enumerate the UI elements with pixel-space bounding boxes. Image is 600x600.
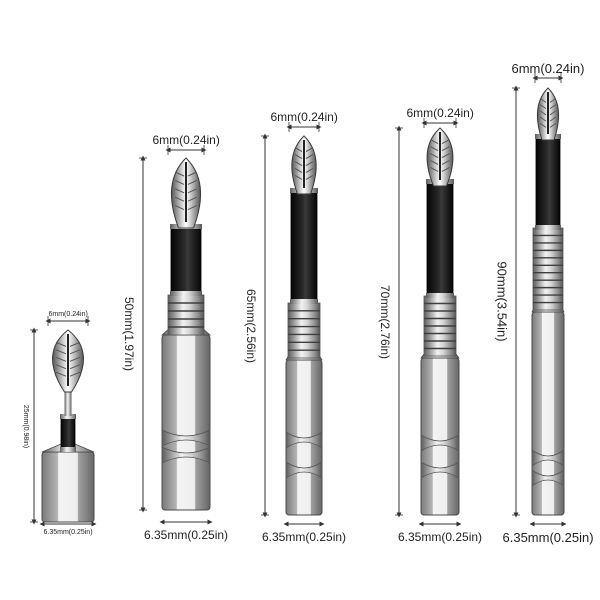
length-label: 50mm(1.97in)	[122, 296, 137, 372]
tip-ridge	[55, 364, 67, 370]
tip-ridge	[430, 146, 439, 152]
length-label: 90mm(3.54in)	[494, 261, 510, 342]
hex-shank	[420, 357, 460, 516]
tip-ridge	[441, 146, 450, 152]
black-shaft	[60, 417, 76, 449]
tip-ridge	[549, 116, 557, 122]
tip-ridge	[305, 161, 314, 166]
tip-ridge	[69, 371, 81, 377]
shaft-cap	[60, 414, 76, 419]
torsion-ring	[532, 227, 564, 311]
shaft-cap	[535, 225, 561, 230]
shaft-cap	[290, 299, 318, 304]
tip-ridge	[55, 371, 67, 377]
tip-ridge	[174, 179, 185, 185]
shank-width-label: 6.35mm(0.25in)	[398, 530, 483, 544]
tip-ridge	[69, 364, 81, 370]
tip-ridge	[305, 154, 314, 159]
tip-ridge	[294, 147, 303, 153]
tip-ridge	[174, 205, 185, 211]
tip-ridge	[549, 122, 557, 128]
black-shaft	[170, 227, 202, 293]
power-groove	[161, 429, 211, 447]
tip-ridge	[294, 175, 303, 180]
bit-70mm	[420, 127, 460, 516]
tip-ridge	[539, 116, 547, 122]
tip-ridge	[187, 188, 198, 194]
tip-ridge	[441, 139, 450, 145]
black-shaft	[290, 191, 318, 301]
tip-ridge	[55, 356, 67, 362]
tip-ridge	[441, 160, 450, 165]
tip-ridge	[294, 161, 303, 166]
tip-ridge	[69, 341, 81, 347]
tip-ridge	[174, 196, 185, 202]
power-groove	[531, 469, 565, 487]
shank-width-label: 6.35mm(0.25in)	[502, 530, 594, 545]
tip-width-label: 6mm(0.24in)	[511, 61, 585, 76]
tip-width-label: 6mm(0.24in)	[152, 133, 220, 147]
power-groove	[285, 431, 323, 449]
tip-ridge	[441, 166, 450, 172]
tip-ridge	[294, 168, 303, 173]
black-shaft	[535, 137, 561, 227]
tip-ridge	[187, 196, 198, 202]
neck	[64, 386, 72, 416]
tip-ridge	[305, 168, 314, 173]
tip-ridge	[539, 97, 547, 103]
shaft-cap	[60, 447, 76, 452]
bit-25mm	[41, 329, 95, 523]
tip-ridge	[294, 154, 303, 159]
shaft-cap	[426, 293, 454, 298]
tip-ridge	[305, 147, 314, 153]
tip-ridge	[69, 349, 81, 355]
tip-ridge	[69, 356, 81, 362]
tip-ridge	[187, 171, 198, 177]
tip-width-label: 6mm(0.24in)	[270, 110, 338, 124]
hex-shank	[531, 311, 565, 516]
length-label: 65mm(2.56in)	[244, 288, 259, 363]
shank-width-label: 6.35mm(0.25in)	[43, 529, 93, 536]
tip-width-label: 6mm(0.24in)	[406, 106, 474, 120]
tip-ridge	[305, 175, 314, 180]
tip-ridge	[549, 97, 557, 103]
black-shaft	[426, 182, 454, 295]
torsion-ring	[167, 294, 205, 336]
tip-ridge	[430, 166, 439, 172]
shaft-cap	[170, 291, 202, 296]
tip-ridge	[174, 171, 185, 177]
tip-ridge	[539, 122, 547, 128]
bit-50mm	[160, 157, 212, 511]
length-label: 25mm(0.98in)	[21, 404, 29, 448]
tip-ridge	[55, 349, 67, 355]
hex-shank	[41, 451, 95, 523]
power-groove	[531, 449, 565, 467]
tip-ridge	[55, 341, 67, 347]
power-groove	[285, 461, 323, 479]
tip-width-label: 6mm(0.24in)	[48, 311, 88, 318]
tip-ridge	[549, 104, 557, 110]
shank-width-label: 6.35mm(0.25in)	[262, 530, 347, 544]
power-groove	[161, 446, 211, 464]
tip-ridge	[430, 139, 439, 145]
hex-shank	[161, 334, 211, 511]
tip-ridge	[430, 160, 439, 165]
shank-width-label: 6.35mm(0.25in)	[144, 528, 229, 542]
tip-ridge	[549, 110, 557, 116]
power-groove	[420, 461, 460, 479]
tip-ridge	[187, 205, 198, 211]
tip-ridge	[441, 153, 450, 158]
bit-65mm	[285, 135, 323, 516]
tip-ridge	[174, 188, 185, 194]
tip-ridge	[430, 153, 439, 158]
power-groove	[420, 434, 460, 452]
tip-ridge	[539, 110, 547, 116]
tip-ridge	[187, 179, 198, 185]
length-label: 70mm(2.76in)	[378, 284, 393, 359]
bit-90mm	[531, 87, 565, 516]
tip-ridge	[539, 104, 547, 110]
